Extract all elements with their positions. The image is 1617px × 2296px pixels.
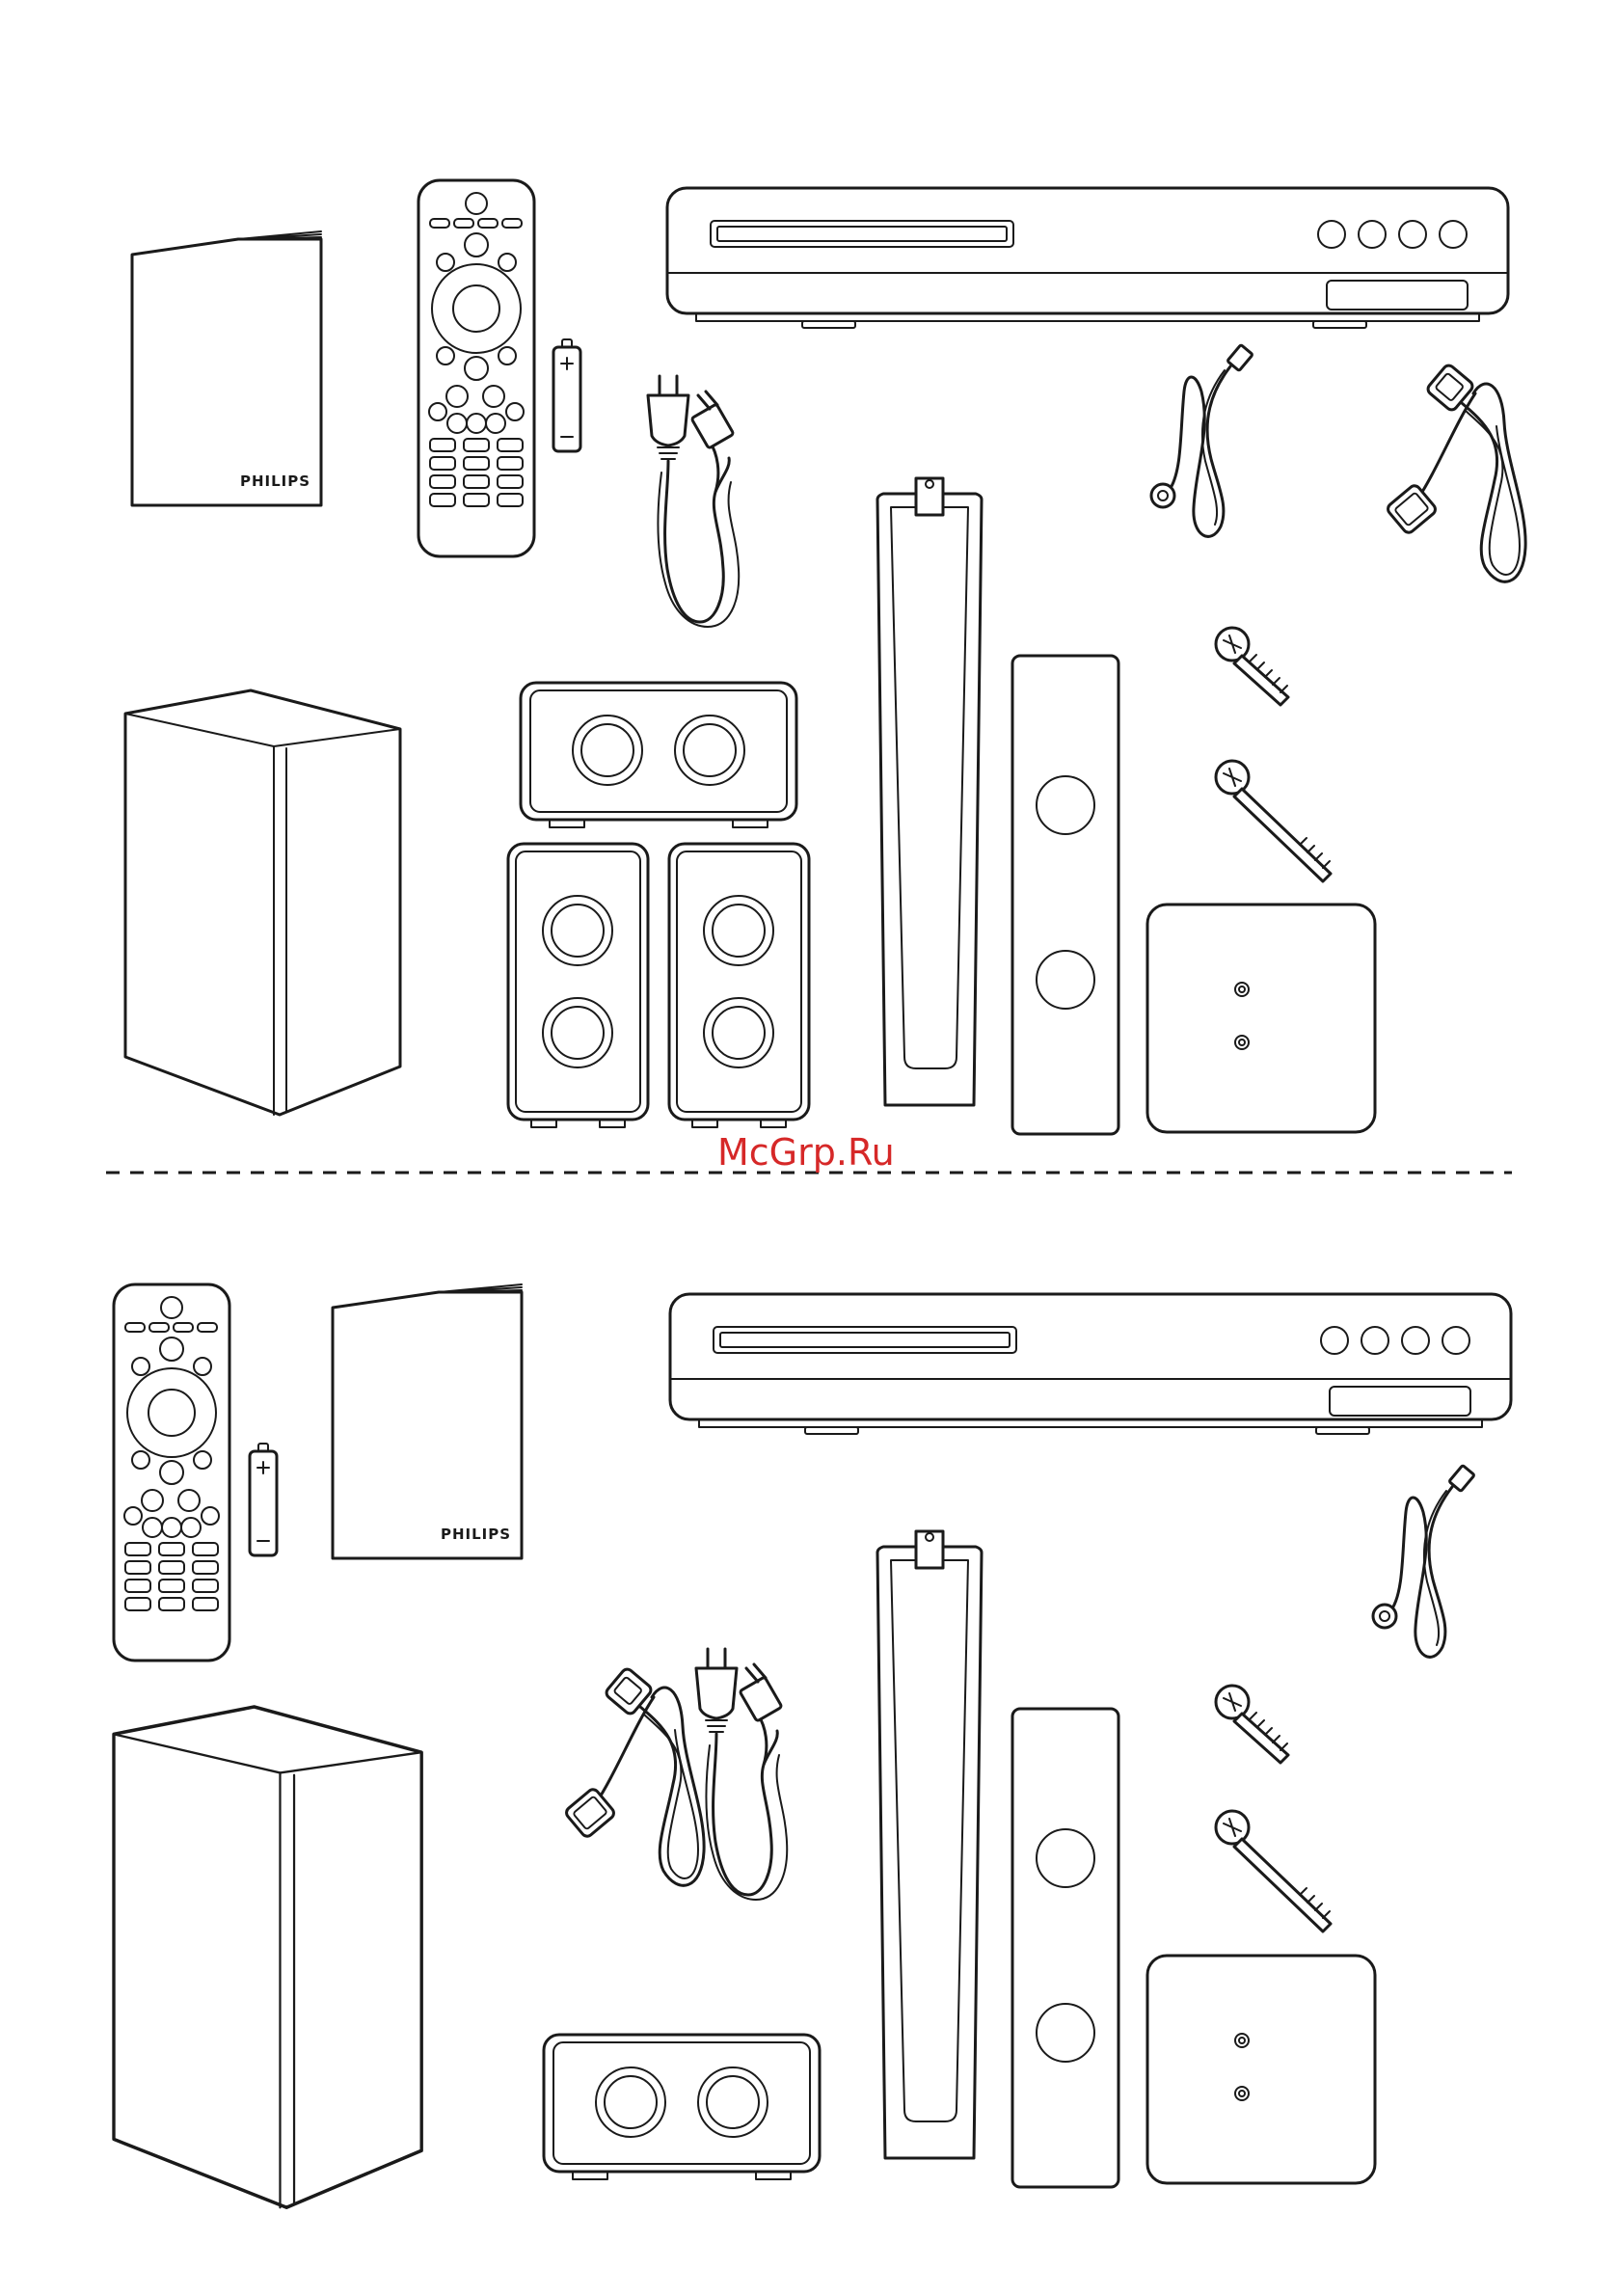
- network-cable: [1151, 344, 1253, 536]
- hdmi-cable: [564, 1667, 704, 1886]
- stand-column: [877, 1531, 982, 2158]
- center-speaker: [544, 2035, 820, 2179]
- stand-base: [1147, 905, 1375, 1132]
- center-speaker: [521, 683, 796, 827]
- watermark: McGrp.Ru: [717, 1131, 895, 1174]
- power-cord: [648, 376, 739, 627]
- user-manual: PHILIPS: [333, 1284, 522, 1558]
- short-screw: [1216, 628, 1288, 705]
- remote-control: [418, 180, 534, 556]
- stand-column: [877, 478, 982, 1105]
- package-contents-a: PHILIPS: [125, 180, 1525, 1134]
- hdmi-cable: [1386, 364, 1525, 582]
- battery: [250, 1444, 277, 1555]
- short-screw: [1216, 1686, 1288, 1763]
- long-screw: [1216, 761, 1331, 881]
- long-screw: [1216, 1811, 1331, 1931]
- remote-control: [114, 1284, 229, 1661]
- front-speaker: [1012, 1709, 1118, 2187]
- satellite-speaker-right: [669, 844, 809, 1127]
- package-contents-b: PHILIPS: [114, 1284, 1511, 2207]
- main-unit: [667, 188, 1508, 328]
- network-cable: [1373, 1465, 1474, 1657]
- user-manual: PHILIPS: [132, 231, 321, 505]
- power-cord: [696, 1649, 787, 1900]
- subwoofer: [114, 1707, 421, 2207]
- main-unit: [670, 1294, 1511, 1434]
- manual-brand-label: PHILIPS: [441, 1526, 511, 1543]
- battery: [553, 339, 580, 451]
- front-speaker: [1012, 656, 1118, 1134]
- satellite-speaker-left: [508, 844, 648, 1127]
- subwoofer: [125, 690, 400, 1115]
- manual-brand-label: PHILIPS: [240, 473, 310, 490]
- stand-base: [1147, 1956, 1375, 2183]
